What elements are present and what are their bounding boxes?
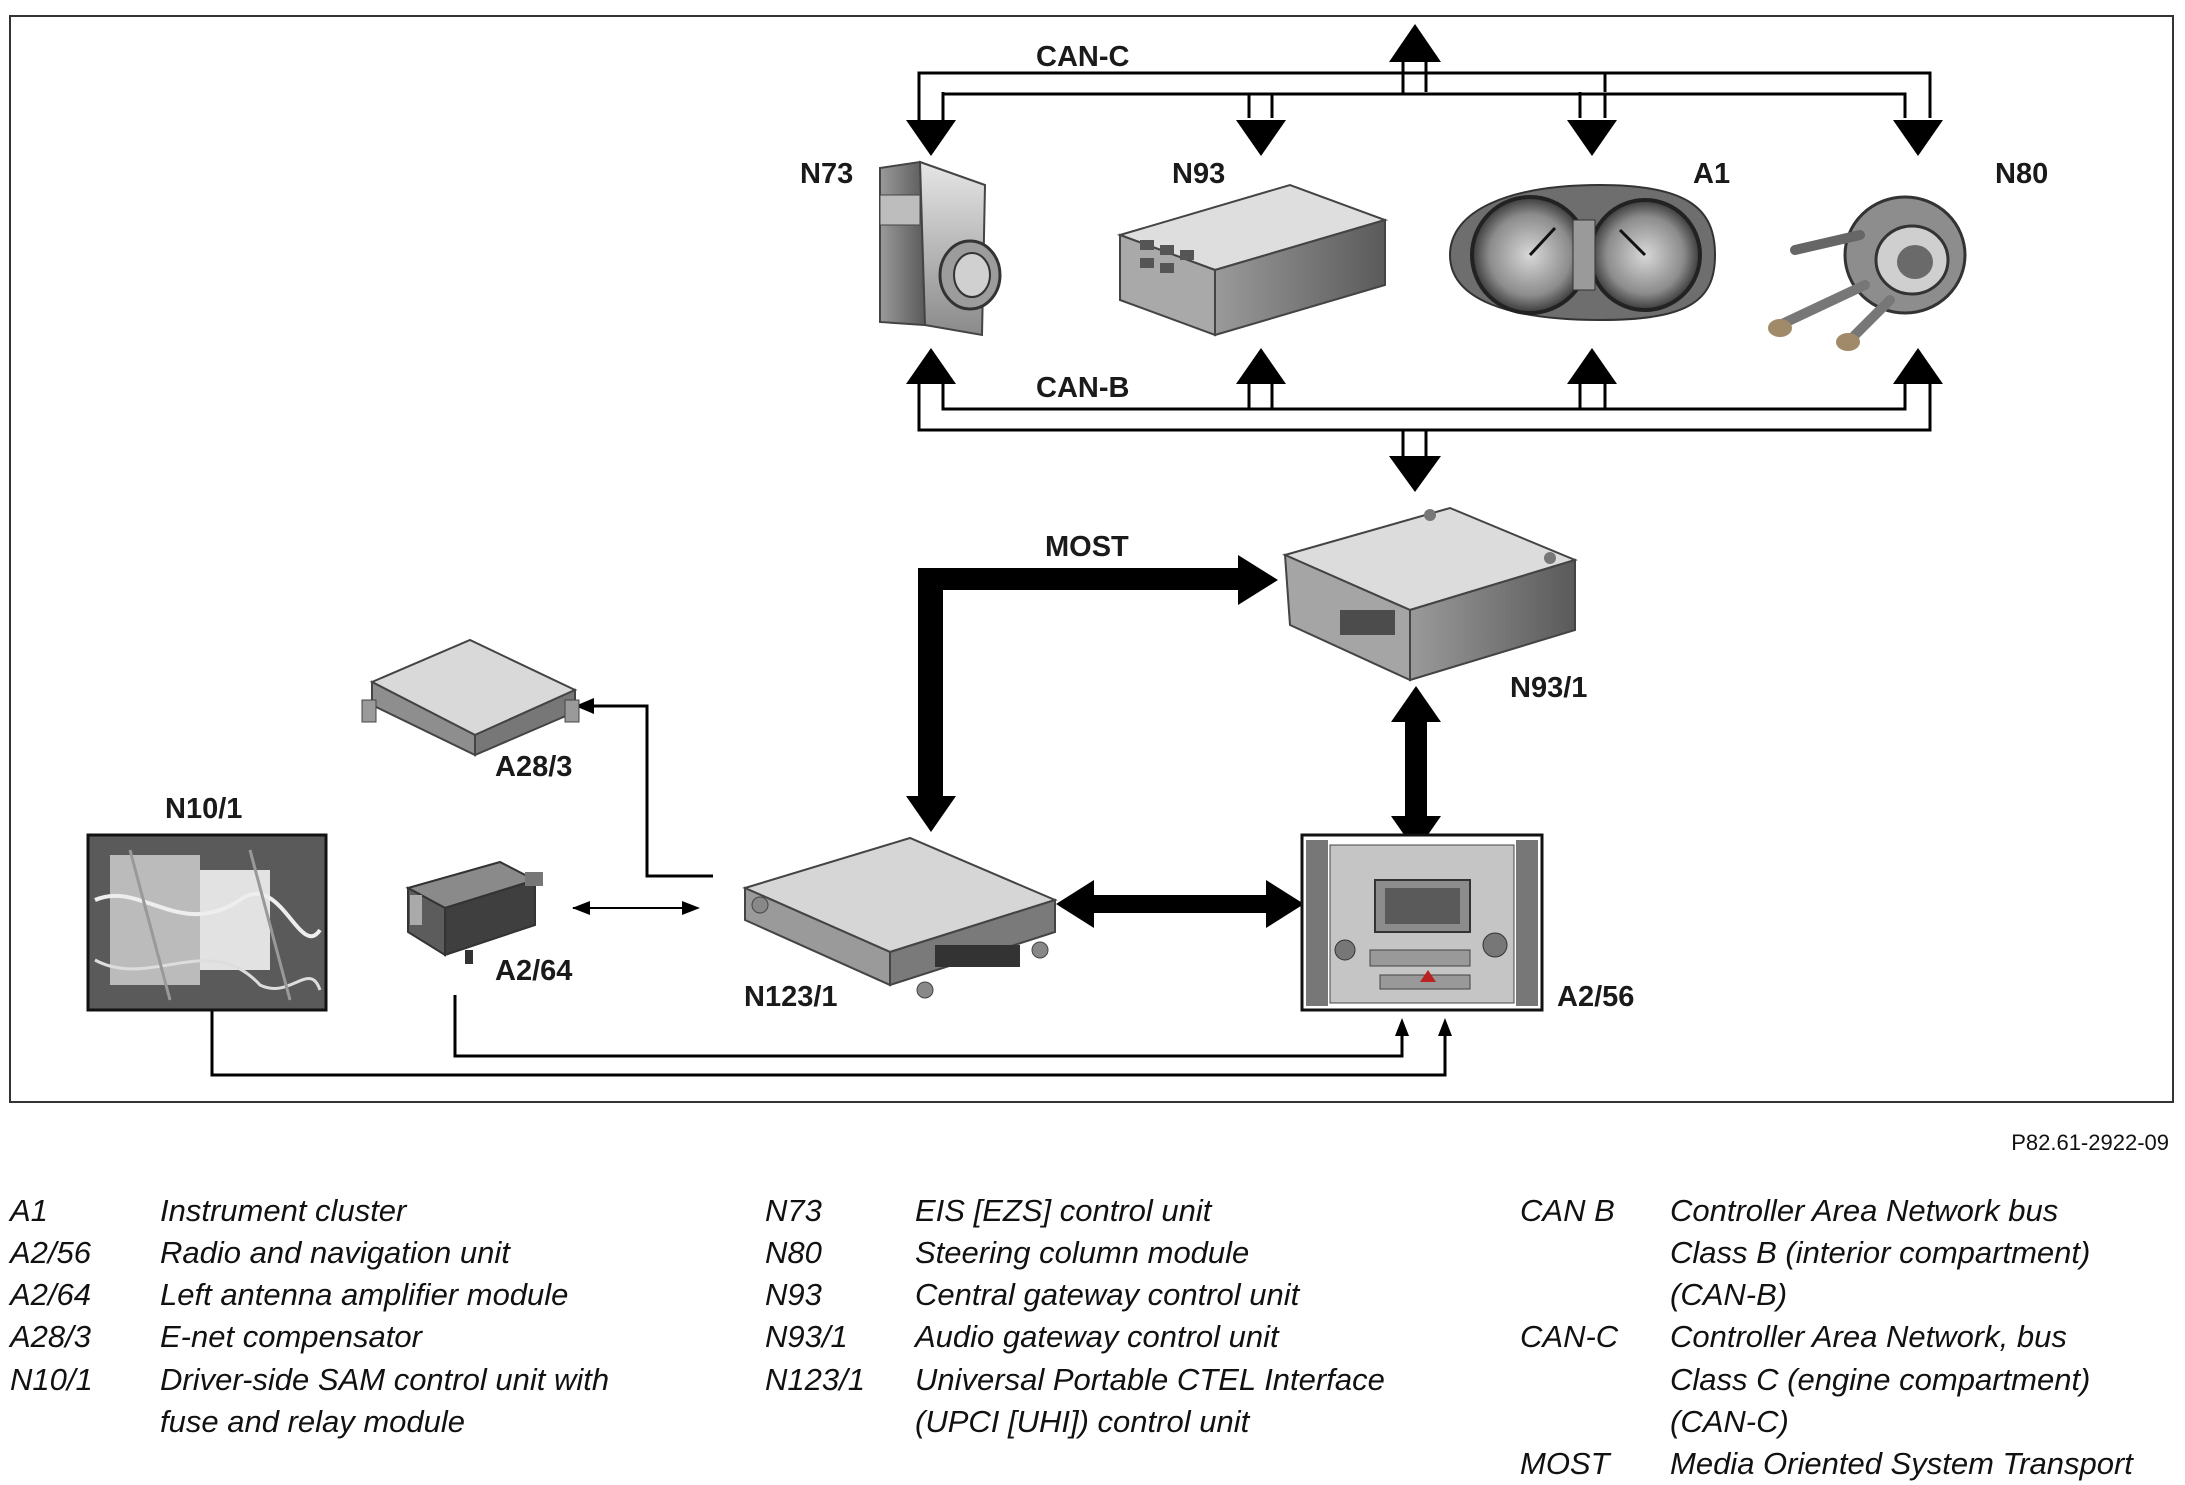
- legend-description: E-net compensator: [160, 1319, 422, 1355]
- a2-64-antenna-amplifier-image: [405, 860, 543, 964]
- a1-instrument-cluster-image: [1448, 183, 1717, 322]
- a2-56-radio-navigation-unit-image: [1300, 833, 1544, 1012]
- n93-central-gateway-image: [1116, 183, 1389, 337]
- legend-code: A2/64: [10, 1277, 92, 1313]
- a28-3-label: A28/3: [495, 751, 572, 783]
- arrow-down-a1-can-c: [1567, 120, 1617, 156]
- legend-entry: CAN-C Controller Area Network, bus Class …: [1520, 1316, 2180, 1442]
- arrow-down-n123-1-most: [906, 796, 956, 832]
- legend-entry: A2/56 Radio and navigation unit: [10, 1232, 730, 1274]
- n93-1-a2-56-link: [1391, 686, 1441, 852]
- n80-steering-column-module-image: [1768, 195, 1967, 351]
- legend-description: Radio and navigation unit: [160, 1235, 510, 1271]
- a2-64-a2-56-link: [453, 995, 1409, 1058]
- legend-entry: N73 EIS [EZS] control unit: [765, 1190, 1465, 1232]
- n123-1-label: N123/1: [744, 981, 838, 1013]
- n123-1-upci-control-unit-image: [742, 836, 1058, 999]
- can-c-bus: [917, 62, 1932, 120]
- a2-64-label: A2/64: [495, 955, 572, 987]
- arrow-down-n80-can-c: [1893, 120, 1943, 156]
- legend-column-buses: CAN B Controller Area Network bus Class B…: [1520, 1190, 2180, 1485]
- legend-code: A1: [10, 1193, 48, 1228]
- can-c-arrows: [906, 24, 1943, 156]
- legend-code: N123/1: [765, 1361, 865, 1397]
- n10-1-sam-control-unit-image: [86, 833, 328, 1012]
- figure-reference: P82.61-2922-09: [2011, 1130, 2169, 1155]
- most-bus: [906, 555, 1278, 832]
- legend-entry: MOST Media Oriented System Transport: [1520, 1443, 2180, 1485]
- legend-entry: A1 Instrument cluster: [10, 1190, 730, 1232]
- can-b-arrows: [906, 348, 1943, 492]
- legend-entry: N123/1 Universal Portable CTEL Interface …: [765, 1359, 1465, 1443]
- legend-description: Universal Portable CTEL Interface (UPCI …: [915, 1361, 1385, 1439]
- legend-entry: N80 Steering column module: [765, 1232, 1465, 1274]
- arrow-down-n73-can-c: [906, 120, 956, 156]
- legend-description: Controller Area Network bus Class B (int…: [1670, 1193, 2091, 1313]
- legend-description: Audio gateway control unit: [915, 1319, 1279, 1355]
- n73-label: N73: [800, 158, 853, 190]
- legend-entry: A2/64 Left antenna amplifier module: [10, 1274, 730, 1316]
- n80-label: N80: [1995, 158, 2048, 190]
- can-b-label: CAN-B: [1036, 372, 1129, 404]
- arrow-up-can-c-top: [1389, 24, 1441, 62]
- legend-description: Media Oriented System Transport: [1670, 1445, 2133, 1481]
- can-c-label: CAN-C: [1036, 41, 1129, 73]
- legend-entry: N10/1 Driver-side SAM control unit with f…: [10, 1359, 730, 1443]
- legend-code: A2/56: [10, 1235, 92, 1271]
- most-label: MOST: [1045, 531, 1129, 563]
- n73-eis-control-unit-image: [879, 160, 1002, 337]
- n10-1-label: N10/1: [165, 793, 242, 825]
- n93-label: N93: [1172, 158, 1225, 190]
- arrow-up-a1-can-b: [1567, 348, 1617, 384]
- legend-entry: N93/1 Audio gateway control unit: [765, 1316, 1465, 1358]
- diagram-frame: [9, 15, 2174, 1103]
- legend-code: N93/1: [765, 1319, 848, 1355]
- n123-1-a2-56-link: [1056, 880, 1304, 928]
- legend-code: N93: [765, 1277, 822, 1313]
- n10-1-a2-56-link: [210, 1010, 1452, 1077]
- legend-entry: A28/3 E-net compensator: [10, 1316, 730, 1358]
- arrow-down-n93-1-can-b: [1389, 456, 1441, 492]
- arrow-down-n93-can-c: [1236, 120, 1286, 156]
- a2-56-label: A2/56: [1557, 981, 1634, 1013]
- legend-entry: N93 Central gateway control unit: [765, 1274, 1465, 1316]
- legend-description: Steering column module: [915, 1235, 1250, 1271]
- legend-description: Instrument cluster: [160, 1193, 407, 1228]
- legend-code: MOST: [1520, 1445, 1610, 1481]
- legend-description: Central gateway control unit: [915, 1277, 1300, 1313]
- legend-code: CAN-C: [1520, 1319, 1619, 1355]
- legend-code: N73: [765, 1193, 822, 1228]
- n93-1-audio-gateway-image: [1282, 506, 1578, 682]
- a1-label: A1: [1693, 158, 1730, 190]
- legend-description: Driver-side SAM control unit with fuse a…: [160, 1361, 610, 1439]
- arrow-up-n73-can-b: [906, 348, 956, 384]
- legend-code: CAN B: [1520, 1193, 1615, 1228]
- legend-entry: CAN B Controller Area Network bus Class B…: [1520, 1190, 2180, 1316]
- legend-code: N10/1: [10, 1361, 93, 1397]
- legend-description: Left antenna amplifier module: [160, 1277, 569, 1313]
- arrow-up-n80-can-b: [1893, 348, 1943, 384]
- n123-1-a28-3-link: [575, 698, 713, 878]
- legend-description: Controller Area Network, bus Class C (en…: [1670, 1319, 2091, 1439]
- n93-1-label: N93/1: [1510, 672, 1587, 704]
- a28-3-e-net-compensator-image: [361, 638, 580, 757]
- legend-description: EIS [EZS] control unit: [915, 1193, 1212, 1228]
- legend-code: A28/3: [10, 1319, 92, 1355]
- can-b-bus: [917, 384, 1932, 456]
- n123-1-a2-64-link: [572, 901, 700, 915]
- legend-code: N80: [765, 1235, 822, 1271]
- arrow-up-n93-can-b: [1236, 348, 1286, 384]
